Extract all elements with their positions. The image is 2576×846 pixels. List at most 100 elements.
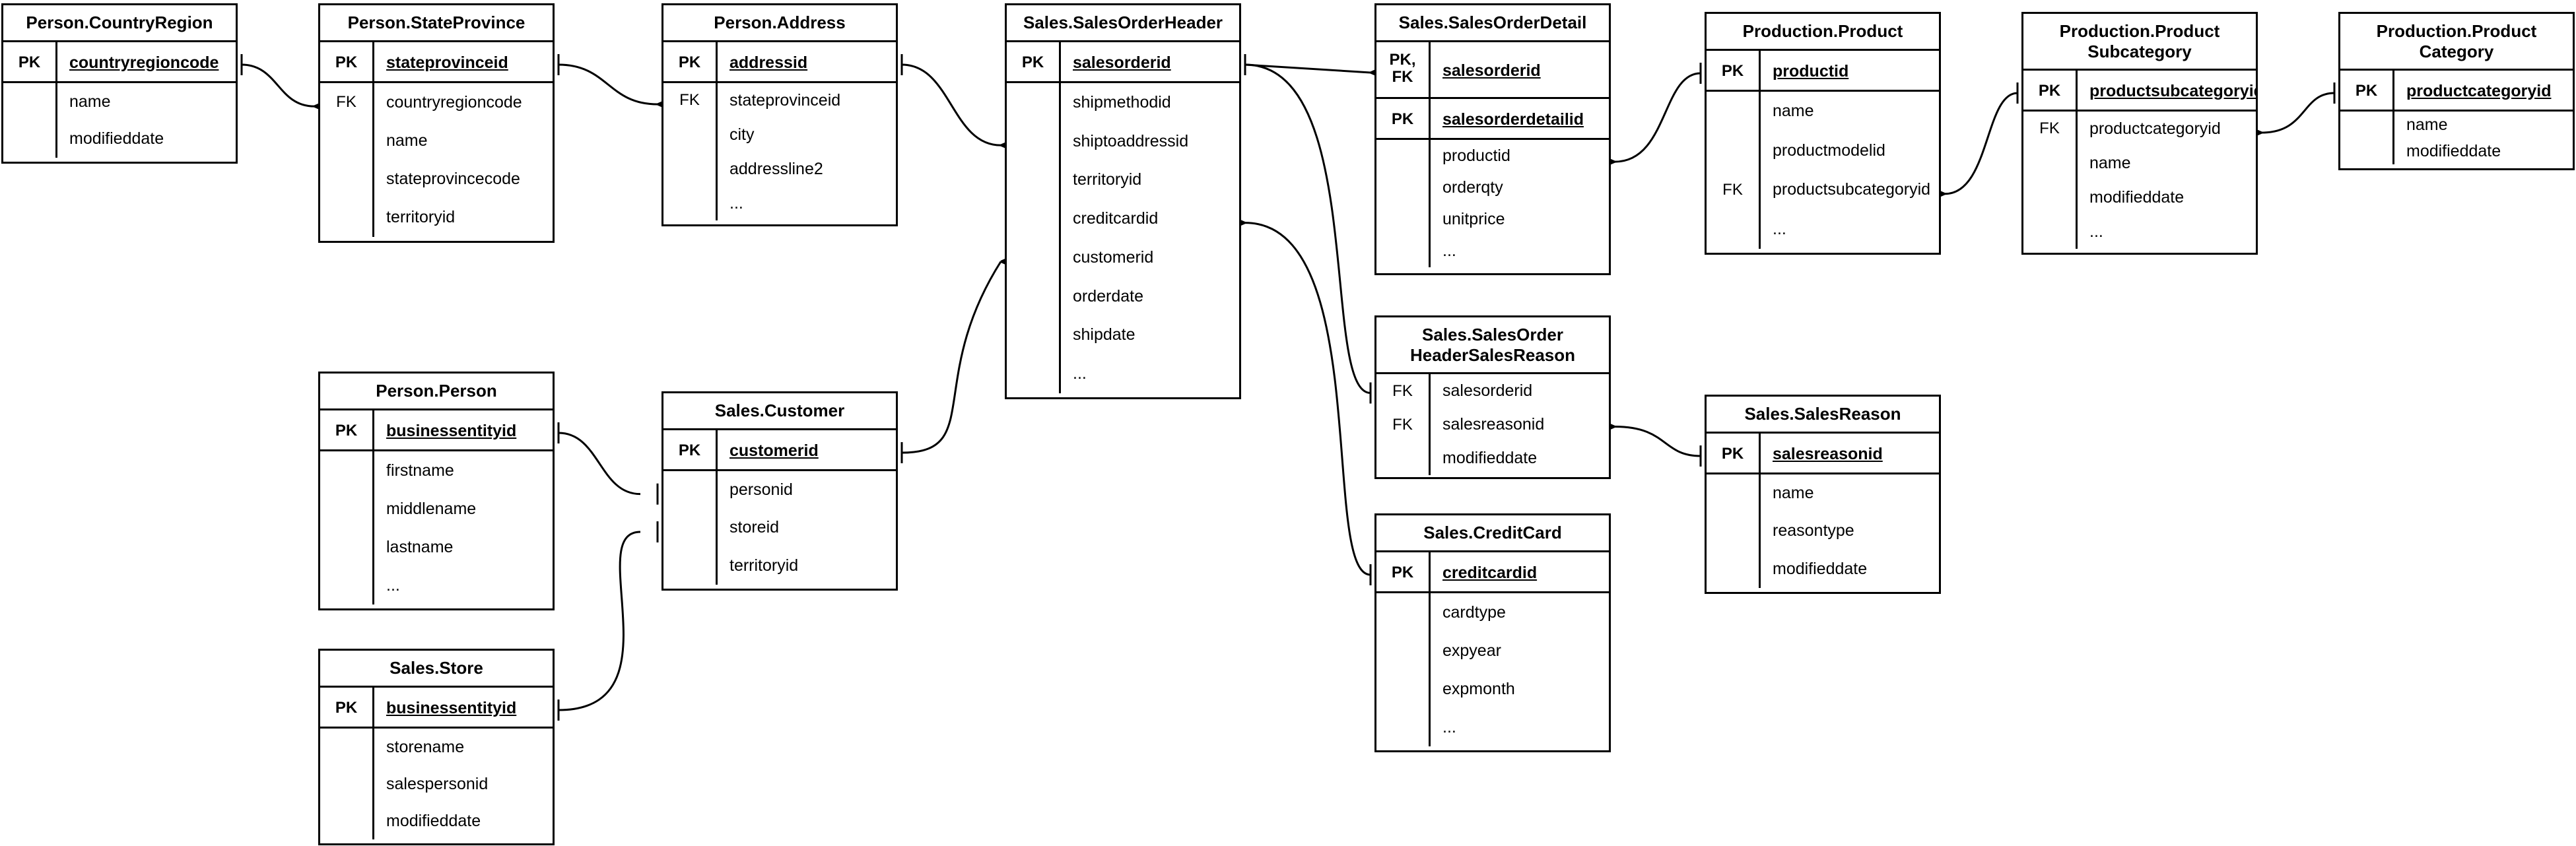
key-badge-empty [320, 199, 372, 237]
connector-stateprovince-address [558, 63, 658, 106]
attribute-name: countryregioncode [69, 53, 219, 72]
attribute-name: productmodelid [1773, 141, 1885, 160]
key-badge: PK,FK [1376, 42, 1431, 99]
attribute-name: modifieddate [2089, 187, 2185, 207]
attribute-name: unitprice [1442, 210, 1505, 229]
key-badge: PK [663, 430, 718, 471]
entity-title-line2: Subcategory [2087, 41, 2192, 61]
attribute-name: firstname [386, 461, 454, 480]
key-badge-empty [2023, 180, 2076, 214]
attribute-name: productid [1442, 146, 1510, 165]
key-badge-empty [1707, 550, 1759, 588]
connector-salesorderheader-salesreasonlink [1244, 63, 1371, 394]
attribute-name: productid [1773, 61, 1849, 81]
attribute-name: shiptoaddressid [1073, 131, 1189, 150]
key-badge: PK [1707, 51, 1761, 92]
attribute-name: name [1773, 102, 1814, 121]
key-badge-fk: FK [1392, 415, 1413, 434]
attribute-name: businessentityid [386, 421, 517, 440]
key-badge: PK [1376, 552, 1431, 593]
attribute-name: salesreasonid [1773, 444, 1883, 463]
attribute-name: creditcardid [1442, 563, 1538, 582]
key-badge-empty [2340, 138, 2392, 164]
attribute-name: modifieddate [1442, 449, 1538, 467]
entity-title-text: Sales.SalesOrderDetail [1398, 13, 1587, 33]
attribute-name: customerid [1073, 247, 1154, 267]
key-badge: PK [320, 688, 374, 729]
connector-address-salesorderheader [901, 63, 1001, 146]
attribute-row-productid[interactable]: PK productid [1707, 51, 1939, 92]
entity-title-text: Person.CountryRegion [26, 13, 213, 33]
key-badge-empty [663, 509, 716, 546]
attribute-name: territoryid [1073, 170, 1142, 189]
connector-product-subcategory [1944, 92, 2018, 195]
attribute-name: salesorderid [1073, 53, 1171, 72]
entity-title: Person.Person [320, 374, 553, 410]
key-badge-empty [1376, 708, 1429, 746]
entity-title: Sales.SalesReason [1707, 397, 1939, 434]
attribute-name: modifieddate [69, 129, 164, 148]
entity-title-text: Person.StateProvince [347, 13, 525, 33]
key-badge: PK [2023, 71, 2078, 112]
entity-title-text: Sales.SalesOrderHeader [1023, 13, 1223, 33]
connector-salesorderheader-creditcard [1244, 222, 1371, 576]
entity-title-text: Sales.CreditCard [1423, 523, 1562, 543]
key-badge-empty [663, 471, 716, 509]
key-column [1707, 474, 1761, 588]
attribute-name: expmonth [1442, 679, 1515, 698]
attribute-name: addressline2 [729, 159, 823, 178]
attribute-name: countryregioncode [386, 92, 522, 112]
entity-title-line2: HeaderSalesReason [1409, 344, 1576, 365]
entity-title: Person.CountryRegion [3, 5, 236, 42]
attribute-name: expyear [1442, 641, 1501, 660]
attribute-name: salesorderdetailid [1442, 110, 1584, 129]
attribute-name: lastname [386, 537, 454, 556]
attribute-name: territoryid [729, 556, 799, 575]
key-badge-empty [1707, 210, 1759, 249]
attribute-row-creditcardid[interactable]: PK creditcardid [1376, 552, 1609, 593]
key-column: FK [663, 83, 718, 220]
key-column [320, 451, 374, 604]
